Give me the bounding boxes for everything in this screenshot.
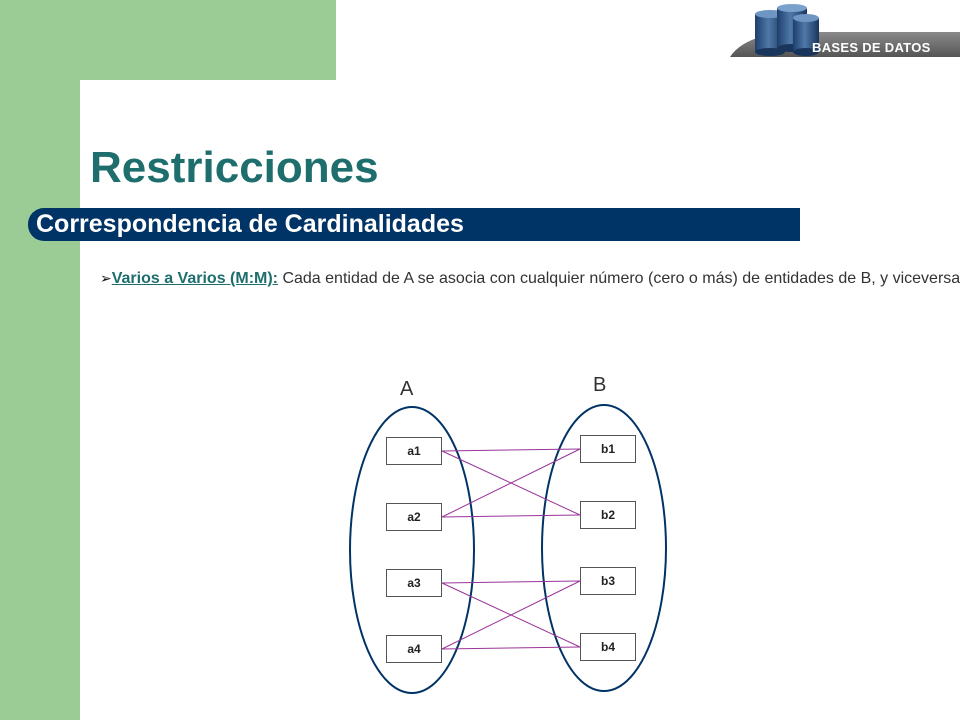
cardinality-diagram: A B a1 a2 a3 a4 b1 b2 b3 b4 — [340, 370, 680, 710]
node-b1: b1 — [580, 435, 636, 463]
links-layer — [441, 448, 581, 650]
node-b2: b2 — [580, 501, 636, 529]
diagram-canvas — [349, 404, 667, 694]
green-top-band — [0, 0, 336, 80]
link-a1-b1 — [441, 448, 581, 452]
bullet-term: Varios a Varios (M:M): — [111, 270, 278, 287]
link-a4-b4 — [441, 646, 581, 650]
set-a-ellipse — [349, 406, 475, 694]
bullet-item: ➢Varios a Varios (M:M): Cada entidad de … — [100, 267, 960, 290]
link-a2-b2 — [441, 514, 581, 518]
set-a-label: A — [400, 378, 414, 400]
node-a1: a1 — [386, 437, 442, 465]
set-b-label: B — [593, 374, 607, 396]
green-side-band — [0, 0, 80, 720]
node-b4: b4 — [580, 633, 636, 661]
database-cylinders-icon — [730, 4, 960, 57]
content-corner — [80, 80, 200, 200]
link-a2-b1 — [441, 448, 581, 518]
subtitle-bar: Correspondencia de Cardinalidades — [28, 208, 800, 241]
node-a2: a2 — [386, 503, 442, 531]
node-b3: b3 — [580, 567, 636, 595]
node-a3: a3 — [386, 569, 442, 597]
bullet-text: Cada entidad de A se asocia con cualquie… — [278, 270, 960, 287]
section-subtitle: Correspondencia de Cardinalidades — [36, 210, 464, 238]
link-a3-b3 — [441, 580, 581, 584]
node-a4: a4 — [386, 635, 442, 663]
bullet-arrow-icon: ➢ — [100, 270, 112, 286]
set-b-ellipse — [541, 404, 667, 692]
page-title: Restricciones — [90, 143, 379, 192]
logo-text: BASES DE DATOS — [812, 40, 931, 55]
link-a4-b3 — [441, 580, 581, 650]
